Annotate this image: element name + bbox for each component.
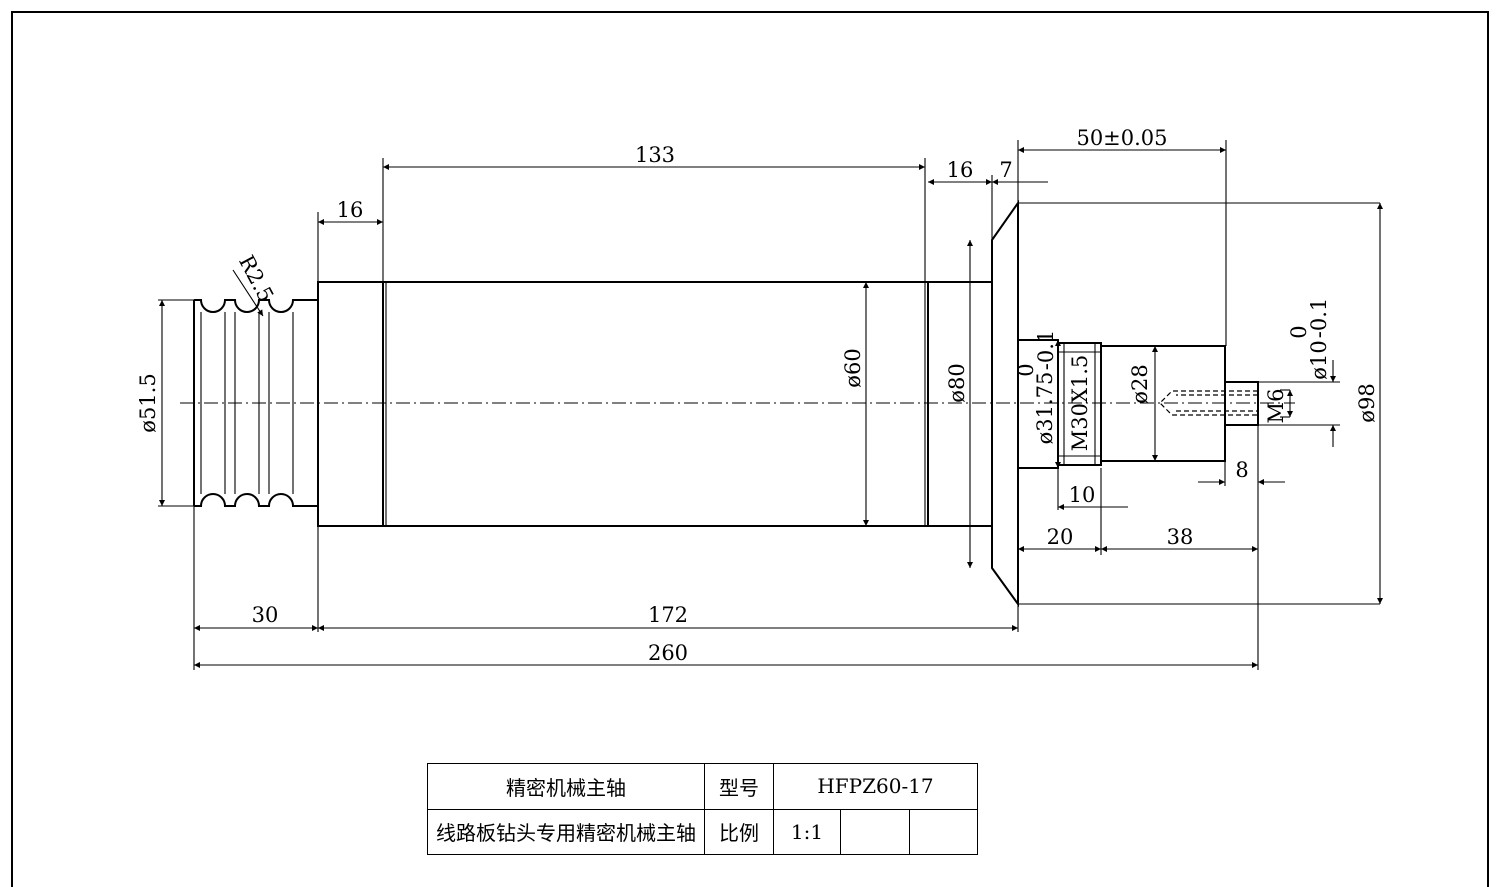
dim-30: 30 (252, 603, 279, 627)
scale-value: 1:1 (773, 808, 841, 855)
dimension-labels: 133 16 16 7 50±0.05 R2.5 ø51.5 ø60 ø80 ø… (136, 126, 1379, 665)
shaft-steps (1017, 339, 1259, 469)
dim-7: 7 (999, 158, 1012, 182)
dim-m6: M6 (1264, 389, 1288, 424)
dim-phi-28: ø28 (1128, 364, 1152, 403)
dim-phi-80: ø80 (945, 363, 969, 402)
dim-8: 8 (1235, 458, 1248, 482)
model-value: HFPZ60-17 (773, 763, 978, 810)
dim-16-left: 16 (337, 198, 364, 222)
dim-50: 50±0.05 (1076, 126, 1167, 150)
title-block-empty-cell-2 (909, 808, 978, 855)
dim-260: 260 (648, 641, 688, 665)
dim-phi-31-75-tol-lower: -0.1 (1034, 330, 1058, 371)
title-block: 精密机械主轴 型号 HFPZ60-17 线路板钻头专用精密机械主轴 比例 1:1 (427, 763, 978, 855)
dim-172: 172 (648, 603, 688, 627)
dim-38: 38 (1167, 525, 1194, 549)
part-name: 精密机械主轴 (427, 763, 705, 810)
dim-phi-10-tol-lower: -0.1 (1307, 298, 1331, 339)
title-block-empty-cell-1 (840, 808, 910, 855)
dim-r2-5: R2.5 (234, 251, 278, 306)
dim-133: 133 (635, 143, 675, 167)
dim-phi-31-75: ø31.75 (1033, 372, 1057, 445)
dim-phi-51-5: ø51.5 (136, 373, 160, 432)
dim-phi-10: ø10 (1307, 340, 1331, 379)
dimension-lines (159, 147, 1383, 668)
model-label: 型号 (704, 763, 774, 810)
extension-lines (158, 140, 1380, 670)
dim-phi-10-tol-upper: 0 (1287, 325, 1311, 338)
dim-10: 10 (1069, 483, 1096, 507)
dim-16-right: 16 (947, 158, 974, 182)
spindle-body (317, 281, 993, 527)
dim-phi-98: ø98 (1355, 383, 1379, 422)
dim-phi-60: ø60 (841, 348, 865, 387)
dim-m30: M30X1.5 (1068, 355, 1092, 452)
dim-20: 20 (1047, 525, 1074, 549)
dim-phi-31-75-tol-upper: 0 (1014, 363, 1038, 376)
part-description: 线路板钻头专用精密机械主轴 (427, 808, 705, 855)
drawing-frame (11, 11, 1489, 887)
scale-label: 比例 (704, 808, 774, 855)
